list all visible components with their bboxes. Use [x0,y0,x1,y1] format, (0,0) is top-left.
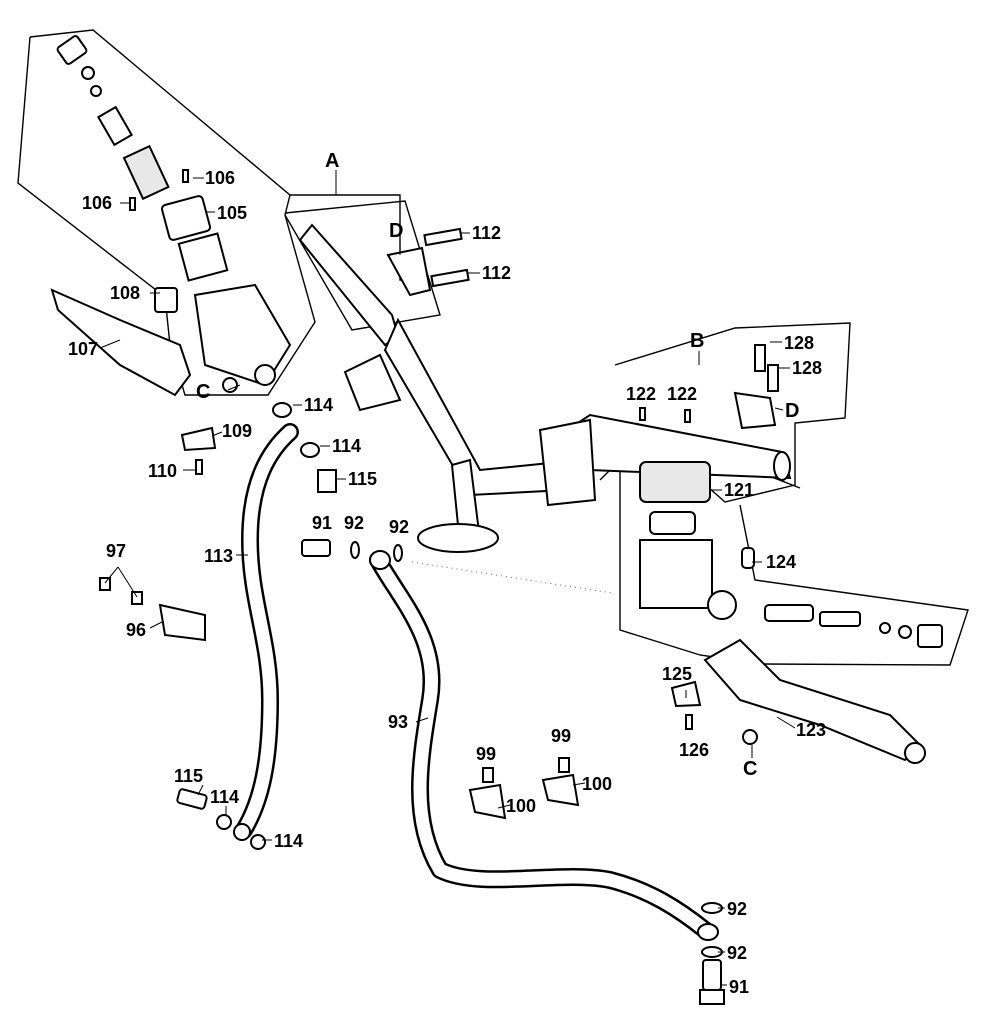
label-91-lower: 91 [729,977,749,997]
label-96: 96 [126,620,146,640]
callout-D-left: D [389,220,403,242]
label-110: 110 [148,461,177,481]
bolts-128 [754,344,779,392]
label-106-lower: 106 [82,193,112,213]
label-128-a: 128 [784,333,814,353]
label-114-d: 114 [274,831,303,851]
hose-clamps [99,577,580,820]
label-115-b: 115 [174,766,203,786]
label-114-b: 114 [332,436,361,456]
small-screws [129,169,691,475]
leader-lines [99,170,796,986]
callout-labels: A B C C D D 106 106 105 108 107 109 110 … [68,150,826,997]
label-92-upper-b: 92 [389,517,409,537]
label-125: 125 [662,664,692,684]
label-93: 93 [388,712,408,732]
label-112-a: 112 [472,223,501,243]
clamp-D-left [386,246,432,297]
brake-hose-93 [369,551,714,939]
label-107: 107 [68,339,98,359]
label-112-b: 112 [482,263,511,283]
label-108: 108 [110,283,140,303]
label-92-lower-a: 92 [727,899,747,919]
label-92-lower-b: 92 [727,943,747,963]
label-114-c: 114 [210,787,239,807]
callout-D-right: D [785,400,799,422]
brake-hose-113 [235,423,299,839]
label-123: 123 [796,720,826,740]
label-100-b: 100 [582,774,612,794]
label-97: 97 [106,541,126,561]
label-91-upper: 91 [312,513,332,533]
hose-fittings [176,539,725,1005]
callout-A: A [325,150,339,172]
label-113: 113 [204,546,233,566]
label-126: 126 [679,740,709,760]
left-master-cylinder-parts [50,35,337,493]
label-99-b: 99 [551,726,571,746]
label-105: 105 [217,203,247,223]
clamp-D-right [733,391,777,430]
label-92-upper-a: 92 [344,513,364,533]
label-122-a: 122 [626,384,656,404]
label-99-a: 99 [476,744,496,764]
label-128-b: 128 [792,358,822,378]
label-124: 124 [766,552,796,572]
label-106-upper: 106 [205,168,235,188]
label-100-a: 100 [506,796,536,816]
right-reservoir-parts [639,461,943,764]
callout-B: B [690,330,704,352]
label-115-a: 115 [348,469,377,489]
callout-C-right: C [743,758,757,780]
label-109: 109 [222,421,252,441]
label-121: 121 [724,480,754,500]
handlebar [298,223,792,553]
label-114-a: 114 [304,395,333,415]
bolts-112 [423,227,470,288]
callout-C-left: C [196,381,210,403]
label-122-b: 122 [667,384,697,404]
